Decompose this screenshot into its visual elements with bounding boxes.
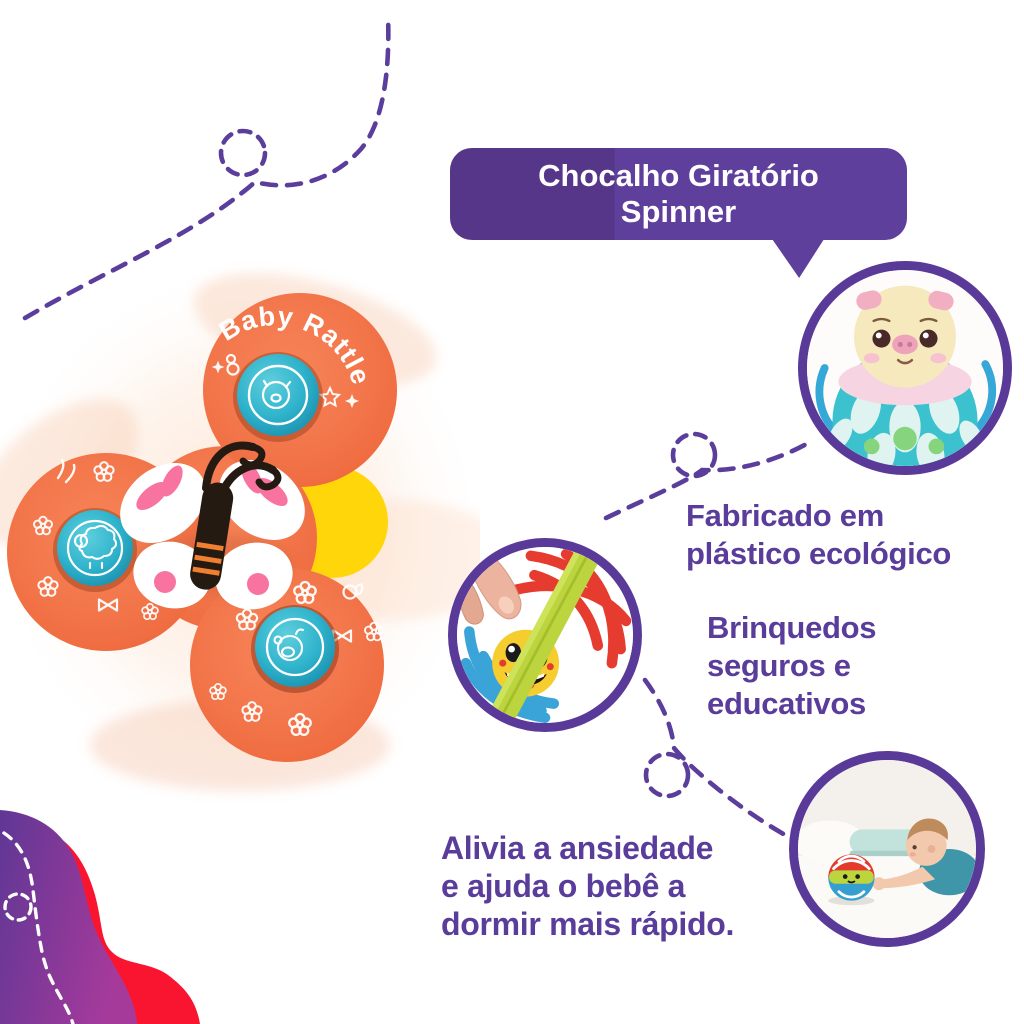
corner-white-dashed-loop	[3, 892, 33, 922]
button-pig	[233, 352, 323, 442]
feature-text-eco: Fabricado em plástico ecológico	[686, 497, 951, 573]
butterfly-body	[190, 441, 282, 590]
photo-hand-rattle	[448, 538, 642, 732]
title-banner: Chocalho Giratório Spinner	[450, 148, 907, 278]
button-sheep	[53, 508, 137, 592]
feature-safe-line3: educativos	[707, 686, 866, 721]
feature-text-sleep: Alivia a ansiedade e ajuda o bebê a dorm…	[441, 829, 734, 943]
feature-safe-line1: Brinquedos	[707, 610, 877, 645]
feature-text-safe: Brinquedos seguros e educativos	[707, 609, 877, 723]
spinner-buttons	[53, 352, 339, 693]
photo-baby-playing	[789, 751, 985, 947]
corner-purple-blob	[0, 810, 137, 1024]
butterfly-illustration	[120, 441, 305, 610]
banner-title-line1: Chocalho Giratório	[538, 158, 819, 193]
rattle-ball	[828, 854, 875, 906]
feature-eco-line1: Fabricado em	[686, 498, 884, 533]
dashed-curve-right-upper	[603, 439, 813, 521]
pig-rattle-ball-photo-icon	[807, 270, 1003, 466]
feature-safe-line2: seguros e	[707, 648, 851, 683]
spinner-doodles	[32, 353, 385, 737]
feature-sleep-line3: dormir mais rápido.	[441, 906, 735, 942]
dashed-loop-top-left	[218, 128, 268, 178]
corner-wave-decoration	[0, 810, 200, 1024]
dashed-loop-right-lower	[643, 751, 691, 799]
corner-white-dashed-line	[2, 831, 75, 1024]
hand-holding-rattle-photo-icon	[457, 547, 633, 723]
photo-pig-rattle	[798, 261, 1012, 475]
dashed-loop-right-upper	[670, 431, 718, 479]
feature-eco-line2: plástico ecológico	[686, 536, 952, 571]
feature-sleep-line2: e ajuda o bebê a	[441, 868, 686, 904]
dashed-curve-top-left	[22, 13, 391, 321]
button-monkey	[251, 605, 339, 693]
dashed-curve-right-lower	[642, 677, 799, 844]
spinner-toy-illustration: Baby Rattle	[0, 260, 480, 802]
banner-title-line2: Spinner	[620, 194, 737, 229]
baby-playing-photo-icon	[798, 760, 976, 938]
baby-figure	[872, 818, 976, 896]
feature-sleep-line1: Alivia a ansiedade	[441, 830, 714, 866]
